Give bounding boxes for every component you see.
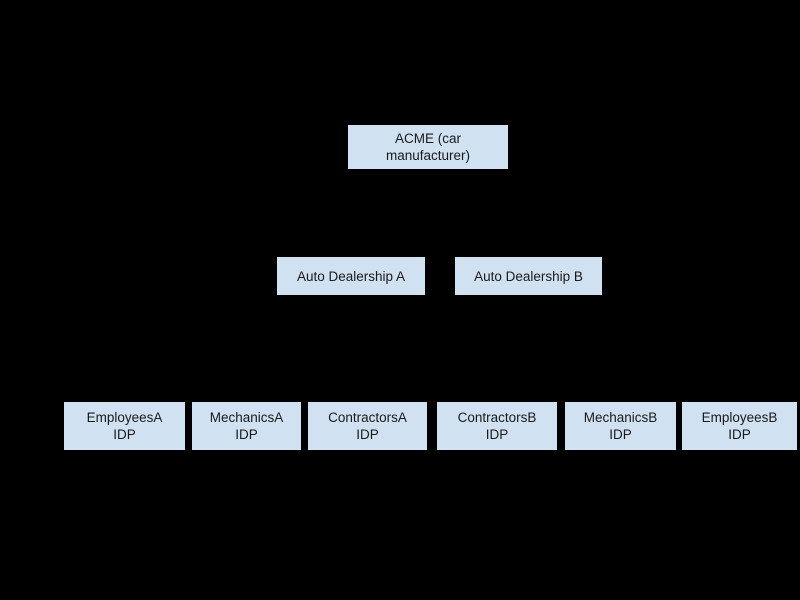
node-contractorsa-idp[interactable]: ContractorsA IDP bbox=[308, 402, 427, 450]
node-mechanicsa-idp[interactable]: MechanicsA IDP bbox=[192, 402, 301, 450]
node-acme[interactable]: ACME (car manufacturer) bbox=[348, 125, 508, 169]
node-auto-dealership-b-label: Auto Dealership B bbox=[474, 268, 583, 284]
node-contractorsb-idp[interactable]: ContractorsB IDP bbox=[437, 402, 557, 450]
node-mechanicsb-idp-label: MechanicsB IDP bbox=[583, 410, 658, 442]
node-auto-dealership-a[interactable]: Auto Dealership A bbox=[277, 257, 425, 295]
node-auto-dealership-b[interactable]: Auto Dealership B bbox=[455, 257, 602, 295]
node-mechanicsa-idp-label: MechanicsA IDP bbox=[209, 410, 284, 442]
node-employeesb-idp[interactable]: EmployeesB IDP bbox=[682, 402, 797, 450]
node-auto-dealership-a-label: Auto Dealership A bbox=[296, 268, 406, 284]
node-contractorsb-idp-label: ContractorsB IDP bbox=[457, 410, 537, 442]
node-acme-label: ACME (car manufacturer) bbox=[385, 131, 471, 163]
node-mechanicsb-idp[interactable]: MechanicsB IDP bbox=[565, 402, 676, 450]
node-employeesa-idp[interactable]: EmployeesA IDP bbox=[64, 402, 185, 450]
node-employeesb-idp-label: EmployeesB IDP bbox=[701, 410, 778, 442]
node-contractorsa-idp-label: ContractorsA IDP bbox=[328, 410, 407, 442]
node-employeesa-idp-label: EmployeesA IDP bbox=[86, 410, 163, 442]
